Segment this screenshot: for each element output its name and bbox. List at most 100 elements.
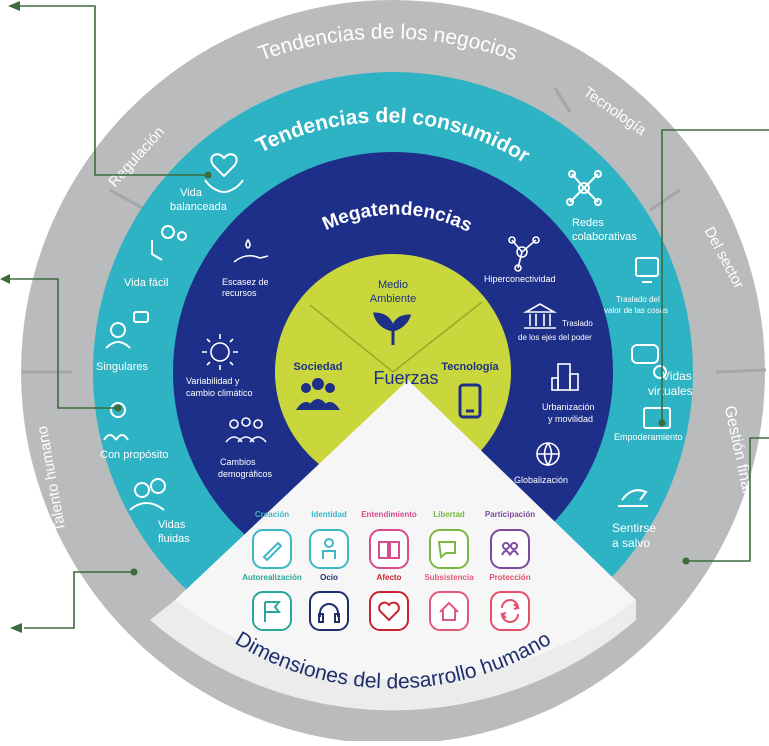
dimension-tile bbox=[309, 529, 349, 569]
home-icon bbox=[439, 601, 459, 621]
svg-text:y movilidad: y movilidad bbox=[548, 414, 593, 424]
person-icon bbox=[322, 538, 336, 559]
svg-text:Vidas: Vidas bbox=[158, 519, 186, 531]
core-fuerzas: Fuerzas bbox=[373, 368, 438, 388]
vr-headset-icon bbox=[631, 344, 667, 379]
molecule-icon bbox=[508, 236, 540, 272]
person-bubble-icon bbox=[105, 311, 149, 349]
vip-tv-icon bbox=[635, 257, 659, 283]
core-divider bbox=[392, 301, 483, 373]
chat-icon bbox=[437, 541, 456, 559]
mega-item-escasez: Escasez de recursos bbox=[222, 238, 269, 298]
city-icon bbox=[551, 363, 579, 391]
shield-icon bbox=[500, 599, 520, 623]
svg-text:virtuales: virtuales bbox=[648, 384, 693, 398]
headphones-icon bbox=[318, 603, 340, 623]
mega-item-traslado-poder: Traslado de los ejes del poder bbox=[518, 303, 593, 342]
dimension-tile bbox=[309, 591, 349, 631]
tablet-icon bbox=[643, 407, 671, 429]
consumer-item-traslado-valor: Traslado del valor de las cosas bbox=[604, 257, 668, 315]
crowd-icon bbox=[225, 417, 267, 443]
dimension-label: Protección bbox=[489, 573, 530, 582]
flag-icon bbox=[264, 601, 282, 622]
globe-icon bbox=[536, 442, 560, 467]
svg-text:Hiperconectividad: Hiperconectividad bbox=[484, 274, 556, 284]
core-sociedad: Sociedad bbox=[294, 361, 343, 373]
dimension-tile bbox=[429, 529, 469, 569]
consumer-item-vida-facil: Vida fácil bbox=[124, 225, 187, 289]
dimension-label: Creación bbox=[255, 510, 289, 519]
dimensions-wedge-shade bbox=[150, 600, 636, 711]
phone-icon bbox=[458, 383, 482, 419]
svg-text:Globalización: Globalización bbox=[514, 475, 568, 485]
core-medio-ambiente: Medio bbox=[378, 279, 408, 291]
heart-hands-icon bbox=[204, 153, 244, 194]
consumer-item-redes-colaborativas: Redes colaborativas bbox=[566, 170, 637, 243]
book-icon bbox=[378, 541, 400, 559]
core-tecnologia: Tecnología bbox=[441, 361, 499, 373]
pencil-icon bbox=[262, 541, 283, 562]
dimension-tile bbox=[490, 591, 530, 631]
dimension-tile bbox=[369, 591, 409, 631]
connector-vida-balanceada bbox=[20, 5, 208, 176]
svg-text:recursos: recursos bbox=[222, 288, 257, 298]
svg-text:Vida: Vida bbox=[180, 187, 203, 199]
consumer-item-vidas-fluidas: Vidas fluidas bbox=[129, 478, 190, 545]
dimension-label: Subsistencia bbox=[424, 573, 474, 582]
sprout-icon bbox=[373, 312, 412, 345]
svg-text:Escasez de: Escasez de bbox=[222, 277, 269, 287]
connector-con-proposito bbox=[4, 278, 118, 409]
dimension-label: Libertad bbox=[433, 510, 465, 519]
mega-item-cambios-demograficos: Cambios demográficos bbox=[218, 417, 273, 479]
consumer-item-empoderamiento: Empoderamiento bbox=[614, 407, 683, 442]
touch-icon bbox=[151, 225, 187, 261]
svg-text:Traslado del: Traslado del bbox=[616, 295, 660, 304]
people-icon bbox=[296, 378, 340, 410]
mega-item-hiperconectividad: Hiperconectividad bbox=[484, 236, 556, 284]
outer-divider bbox=[715, 368, 767, 374]
drop-hand-icon bbox=[233, 238, 269, 263]
svg-text:Vidas: Vidas bbox=[662, 369, 692, 383]
svg-text:Singulares: Singulares bbox=[96, 361, 148, 373]
dimensions-grid: Creación Identidad Entendimiento Libertad Pa… bbox=[242, 510, 535, 631]
svg-text:Urbanización: Urbanización bbox=[542, 402, 595, 412]
svg-text:Redes: Redes bbox=[572, 217, 604, 229]
connector-sentirse-a-salvo bbox=[686, 437, 769, 562]
svg-text:Empoderamiento: Empoderamiento bbox=[614, 432, 683, 442]
network-icon bbox=[566, 170, 602, 206]
dimension-label: Entendimiento bbox=[361, 510, 417, 519]
bank-building-icon bbox=[522, 303, 558, 329]
dimension-label: Identidad bbox=[311, 510, 347, 519]
consumer-item-sentirse-a-salvo: Sentirse a salvo bbox=[612, 489, 656, 550]
people-group-icon bbox=[129, 478, 166, 511]
svg-text:Sentirse: Sentirse bbox=[612, 521, 656, 535]
core-medio-ambiente-2: Ambiente bbox=[370, 293, 416, 305]
outer-divider bbox=[553, 87, 572, 113]
consumer-item-vidas-virtuales: Vidas virtuales bbox=[631, 344, 693, 398]
bulb-people-icon bbox=[103, 402, 129, 441]
group-icon bbox=[501, 542, 519, 556]
outer-divider bbox=[649, 188, 681, 212]
svg-text:Con propósito: Con propósito bbox=[100, 449, 169, 461]
svg-text:a salvo: a salvo bbox=[612, 536, 650, 550]
consumer-item-vida-balanceada: Vida balanceada bbox=[170, 153, 244, 213]
mega-item-globalizacion: Globalización bbox=[514, 442, 568, 485]
dimension-label: Afecto bbox=[377, 573, 402, 582]
connectors bbox=[4, 5, 769, 629]
dimension-tile bbox=[490, 529, 530, 569]
dimension-label: Autorealización bbox=[242, 573, 302, 582]
connector-empoderamiento bbox=[661, 129, 769, 423]
mega-item-urbanizacion: Urbanización y movilidad bbox=[542, 363, 595, 424]
safe-hand-icon bbox=[618, 489, 648, 507]
consumer-item-singulares: Singulares bbox=[96, 311, 149, 373]
core-divider bbox=[309, 304, 394, 373]
svg-text:de los ejes del poder: de los ejes del poder bbox=[518, 333, 592, 342]
heart-icon bbox=[378, 601, 400, 622]
svg-text:Traslado: Traslado bbox=[562, 319, 593, 328]
svg-text:valor de las cosas: valor de las cosas bbox=[604, 306, 668, 315]
sun-thermometer-icon bbox=[202, 334, 238, 370]
consumer-item-con-proposito: Con propósito bbox=[100, 402, 169, 461]
dimension-label: Participación bbox=[485, 510, 535, 519]
